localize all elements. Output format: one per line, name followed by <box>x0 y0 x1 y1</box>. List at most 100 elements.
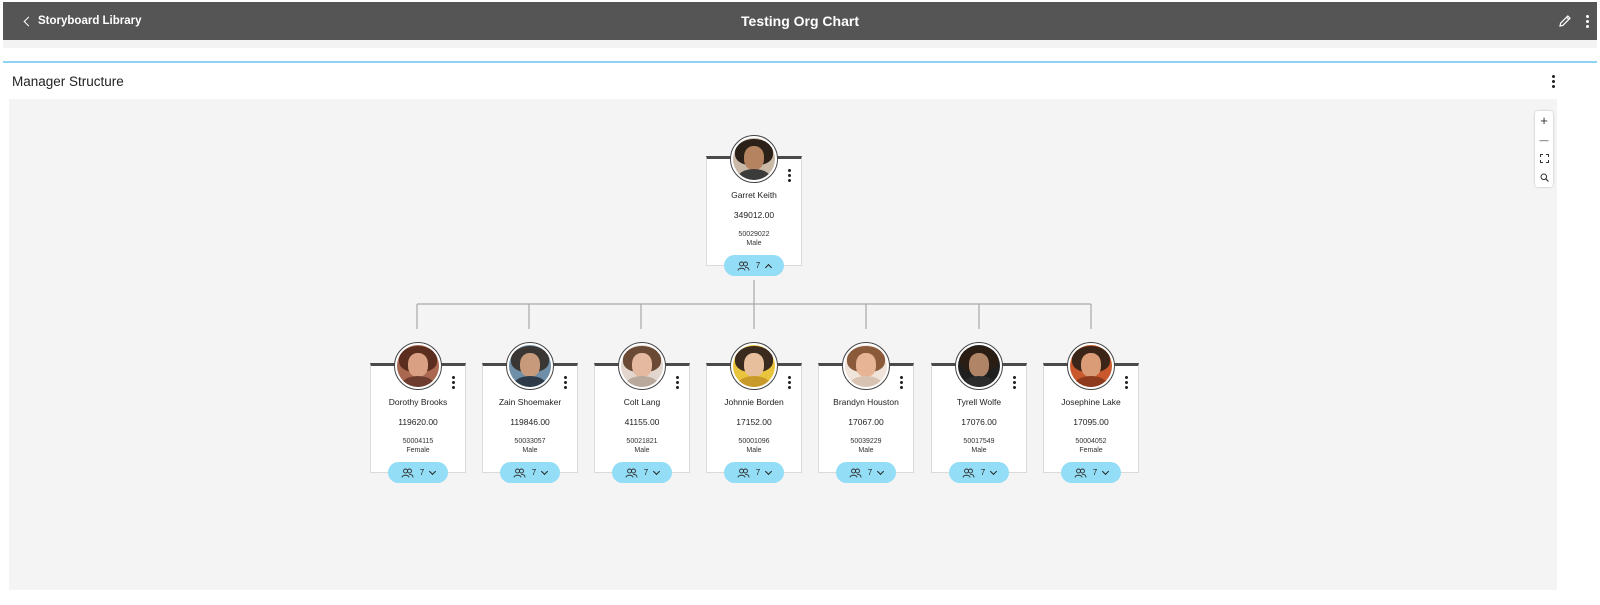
employee-salary: 119620.00 <box>398 417 438 427</box>
org-node-child[interactable]: Zain Shoemaker 119846.00 50033057 Male 7 <box>482 342 578 483</box>
avatar <box>730 135 778 183</box>
back-link-label: Storyboard Library <box>38 15 142 27</box>
app-header: Storyboard Library Testing Org Chart <box>3 2 1597 40</box>
fit-screen-icon <box>1539 154 1549 163</box>
chevron-down-icon <box>541 467 549 475</box>
employee-id: 50021821 <box>626 438 658 445</box>
expand-reports-button[interactable]: 7 <box>949 462 1009 483</box>
expand-reports-button[interactable]: 7 <box>836 462 896 483</box>
org-node-child[interactable]: Josephine Lake 17095.00 50004052 Female … <box>1043 342 1139 483</box>
employee-salary: 17076.00 <box>961 417 997 427</box>
employee-name: Brandyn Houston <box>833 397 899 407</box>
employee-name: Johnnie Borden <box>724 397 784 407</box>
org-node-child[interactable]: Tyrell Wolfe 17076.00 50017549 Male 7 <box>931 342 1027 483</box>
employee-salary: 349012.00 <box>733 210 775 220</box>
collapse-reports-button[interactable]: 7 <box>724 255 784 276</box>
employee-salary: 41155.00 <box>624 417 660 427</box>
edit-button[interactable] <box>1558 14 1572 28</box>
reports-count: 7 <box>1092 468 1098 477</box>
expand-reports-button[interactable]: 7 <box>724 462 784 483</box>
chevron-left-icon <box>23 16 34 27</box>
employee-gender: Female <box>1079 447 1103 454</box>
employee-id: 50004052 <box>1075 438 1107 445</box>
employee-gender: Male <box>746 240 762 247</box>
chevron-down-icon <box>877 467 885 475</box>
node-menu-button[interactable] <box>788 169 791 182</box>
employee-name: Josephine Lake <box>1061 397 1121 407</box>
avatar <box>730 342 778 390</box>
node-menu-button[interactable] <box>452 376 455 389</box>
node-menu-button[interactable] <box>676 376 679 389</box>
people-icon <box>737 261 750 271</box>
employee-salary: 17095.00 <box>1073 417 1109 427</box>
avatar <box>1067 342 1115 390</box>
manager-structure-panel: Manager Structure + — <box>3 61 1597 593</box>
org-node-root[interactable]: Garret Keith 349012.00 50029022 Male 7 <box>706 135 802 276</box>
people-icon <box>625 468 638 478</box>
expand-reports-button[interactable]: 7 <box>500 462 560 483</box>
org-chart-canvas[interactable]: + — <box>9 99 1557 590</box>
toolbar-strip <box>3 40 1597 48</box>
reports-count: 7 <box>643 468 649 477</box>
zoom-out-button[interactable]: — <box>1539 134 1549 145</box>
reports-count: 7 <box>755 468 761 477</box>
employee-gender: Male <box>858 447 874 454</box>
zoom-in-button[interactable]: + <box>1540 113 1548 128</box>
people-icon <box>401 468 414 478</box>
fit-screen-button[interactable] <box>1535 149 1553 168</box>
employee-salary: 17067.00 <box>848 417 884 427</box>
search-icon <box>1540 173 1549 182</box>
employee-name: Garret Keith <box>731 190 777 200</box>
employee-id: 50029022 <box>738 231 770 238</box>
search-button[interactable] <box>1535 168 1553 187</box>
reports-count: 7 <box>867 468 873 477</box>
chevron-down-icon <box>990 467 998 475</box>
chevron-down-icon <box>1102 467 1110 475</box>
org-node-child[interactable]: Dorothy Brooks 119620.00 50004115 Female… <box>370 342 466 483</box>
reports-count: 7 <box>531 468 537 477</box>
avatar <box>618 342 666 390</box>
back-to-library-link[interactable]: Storyboard Library <box>23 2 142 40</box>
chevron-down-icon <box>653 467 661 475</box>
employee-gender: Female <box>406 447 430 454</box>
node-menu-button[interactable] <box>1125 376 1128 389</box>
panel-title: Manager Structure <box>12 74 124 89</box>
org-node-child[interactable]: Johnnie Borden 17152.00 50001096 Male 7 <box>706 342 802 483</box>
node-menu-button[interactable] <box>564 376 567 389</box>
employee-gender: Male <box>746 447 762 454</box>
org-node-child[interactable]: Brandyn Houston 17067.00 50039229 Male 7 <box>818 342 914 483</box>
node-menu-button[interactable] <box>900 376 903 389</box>
employee-gender: Male <box>522 447 538 454</box>
expand-reports-button[interactable]: 7 <box>1061 462 1121 483</box>
employee-id: 50039229 <box>850 438 882 445</box>
employee-name: Colt Lang <box>623 397 661 407</box>
people-icon <box>737 468 750 478</box>
zoom-controls: + — <box>1535 111 1553 187</box>
avatar <box>394 342 442 390</box>
expand-reports-button[interactable]: 7 <box>612 462 672 483</box>
employee-salary: 119846.00 <box>510 417 550 427</box>
people-icon <box>513 468 526 478</box>
employee-id: 50001096 <box>738 438 770 445</box>
employee-id: 50033057 <box>514 438 546 445</box>
employee-salary: 17152.00 <box>736 417 772 427</box>
org-connector-lines <box>416 280 1092 329</box>
people-icon <box>1074 468 1087 478</box>
people-icon <box>849 468 862 478</box>
employee-id: 50004115 <box>402 438 434 445</box>
employee-id: 50017549 <box>963 438 995 445</box>
chevron-up-icon <box>765 263 773 271</box>
avatar <box>955 342 1003 390</box>
panel-menu-button[interactable] <box>1552 75 1555 88</box>
avatar <box>506 342 554 390</box>
employee-name: Zain Shoemaker <box>498 397 562 407</box>
avatar <box>842 342 890 390</box>
node-menu-button[interactable] <box>1013 376 1016 389</box>
employee-gender: Male <box>634 447 650 454</box>
more-options-button[interactable] <box>1586 14 1589 28</box>
node-menu-button[interactable] <box>788 376 791 389</box>
org-node-child[interactable]: Colt Lang 41155.00 50021821 Male 7 <box>594 342 690 483</box>
reports-count: 7 <box>419 468 425 477</box>
people-icon <box>962 468 975 478</box>
expand-reports-button[interactable]: 7 <box>388 462 448 483</box>
